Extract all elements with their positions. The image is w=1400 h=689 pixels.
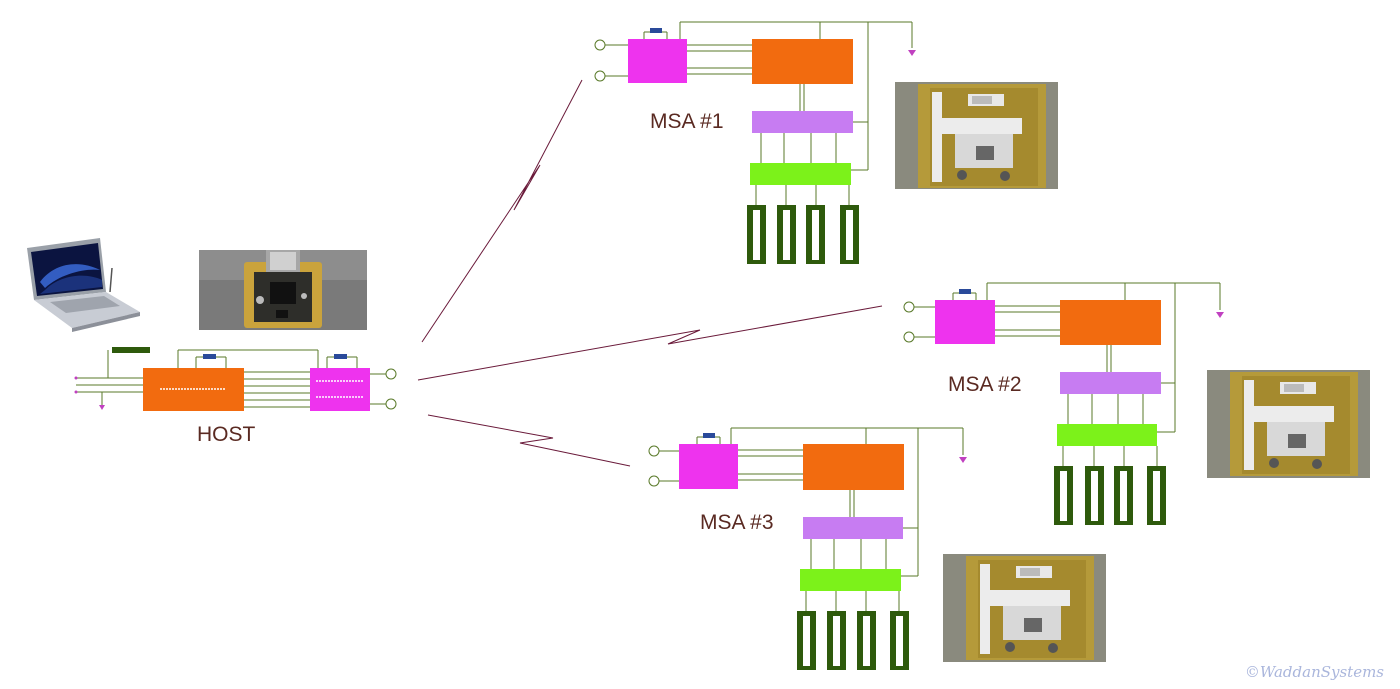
msa2-schematic (903, 282, 1224, 525)
link-host-msa2 (417, 305, 883, 381)
msa3-pcb-photo (943, 554, 1106, 662)
host-radio-box (310, 368, 370, 411)
host-schematic-parts (74, 347, 397, 411)
msa3-interface-box (803, 517, 903, 539)
msa1-interface-box (752, 111, 853, 133)
msa3-label: MSA #3 (700, 511, 774, 534)
msa1-conditioning-box (750, 163, 851, 185)
msa2-conditioning-box (1057, 424, 1157, 446)
msa2-antenna-1-icon (903, 301, 915, 313)
host-resistor-3 (334, 354, 347, 359)
msa3-antenna-1-icon (648, 445, 660, 457)
host-antenna-2-icon (385, 398, 397, 410)
msa2-label: MSA #2 (948, 373, 1022, 396)
msa1-ground-icon (908, 50, 916, 56)
laptop-icon (27, 238, 140, 332)
host-pcb-photo (199, 250, 367, 330)
msa3-conditioning-box (800, 569, 901, 591)
host-ground-icon (99, 405, 105, 410)
host-schematic (76, 349, 386, 408)
msa1-processor-box (752, 39, 853, 84)
host-resistor (112, 347, 150, 353)
watermark: ©WaddanSystems (1244, 663, 1384, 681)
msa1-resistor (650, 28, 662, 33)
msa2-resistor (959, 289, 971, 294)
msa1-radio-box (628, 39, 687, 83)
msa3-ground-icon (959, 457, 967, 463)
msa2-antenna-2-icon (903, 331, 915, 343)
msa3-radio-box (679, 444, 738, 489)
link-host-msa1 (421, 79, 583, 343)
msa2-processor-box (1060, 300, 1161, 345)
msa2-pcb-photo (1207, 370, 1370, 478)
host-antenna-1-icon (385, 368, 397, 380)
msa1-schematic (594, 21, 916, 264)
msa2-radio-box (935, 300, 995, 344)
host-label: HOST (197, 423, 256, 446)
msa1-antenna-1-icon (594, 39, 606, 51)
msa1-pcb-photo (895, 82, 1058, 189)
msa3-resistor (703, 433, 715, 438)
msa1-antenna-2-icon (594, 70, 606, 82)
host-resistor-2 (203, 354, 216, 359)
wireless-links (417, 79, 883, 467)
msa2-ground-icon (1216, 312, 1224, 318)
msa3-processor-box (803, 444, 904, 490)
msa3-schematic (648, 427, 967, 670)
msa3-antenna-2-icon (648, 475, 660, 487)
msa1-label: MSA #1 (650, 110, 724, 133)
link-host-msa3 (427, 414, 631, 467)
msa2-interface-box (1060, 372, 1161, 394)
